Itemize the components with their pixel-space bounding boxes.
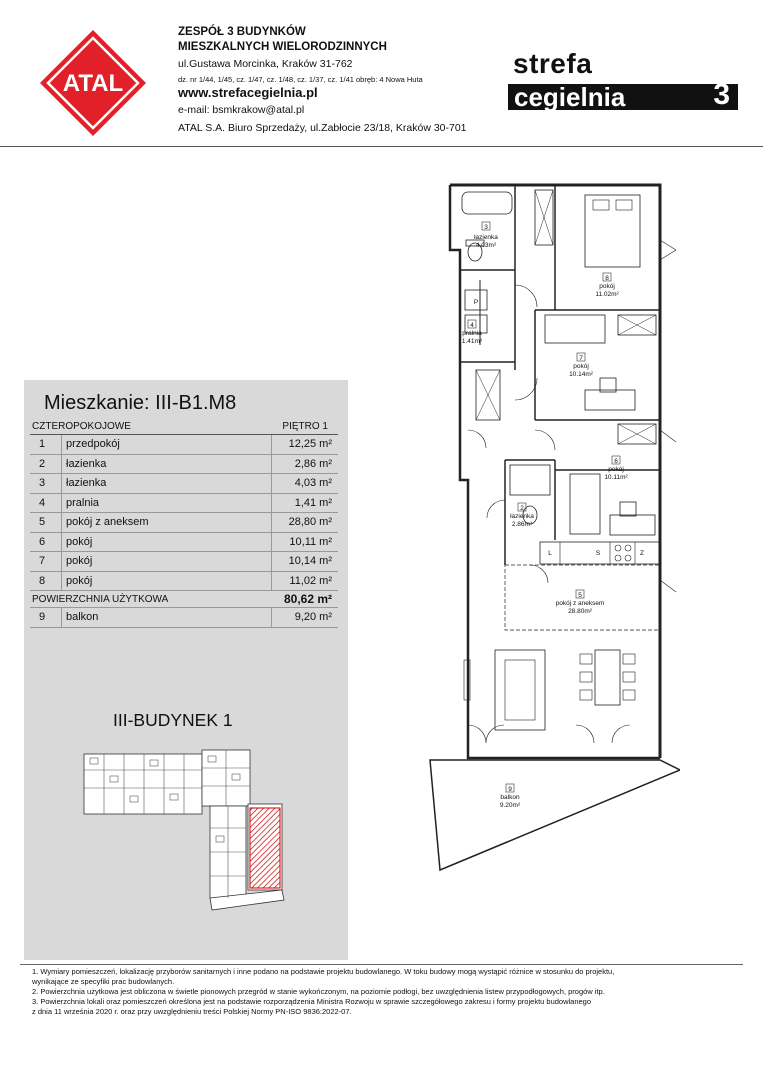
project-address: ul.Gustawa Morcinka, Kraków 31-762 [178, 58, 353, 70]
brand-number: 3 [713, 78, 730, 111]
footnote-line: wynikające ze specyfiki prac budowlanych… [32, 977, 175, 986]
footnotes: 1. Wymiary pomieszczeń, lokalizację przy… [32, 967, 732, 1017]
svg-text:28.80m²: 28.80m² [568, 608, 593, 615]
plot-numbers: dz. nr 1/44, 1/45, cz. 1/47, cz. 1/48, c… [178, 75, 423, 84]
footnote-line: z dnia 11 września 2020 r. oraz przy uwz… [32, 1007, 352, 1016]
table-header: CZTEROPOKOJOWE PIĘTRO 1 [30, 418, 338, 434]
building-label: III-BUDYNEK 1 [113, 710, 233, 730]
apartment-title: Mieszkanie: III-B1.M8 [44, 392, 237, 414]
svg-text:2.86m²: 2.86m² [512, 521, 533, 528]
usable-area-value: 80,62 m² [283, 592, 332, 606]
svg-text:łazienka: łazienka [510, 513, 534, 520]
svg-text:pokój: pokój [599, 283, 615, 290]
highlighted-apartment [249, 807, 281, 889]
svg-text:pokój z aneksem: pokój z aneksem [556, 600, 605, 607]
svg-text:pokój: pokój [573, 363, 589, 370]
footnote-line: 1. Wymiary pomieszczeń, lokalizację przy… [32, 967, 615, 976]
svg-text:11.02m²: 11.02m² [595, 291, 619, 298]
svg-text:9: 9 [508, 786, 512, 793]
svg-text:pokój: pokój [608, 466, 624, 473]
website-link[interactable]: www.strefacegielnia.pl [178, 85, 318, 100]
brand-line1: strefa [513, 48, 593, 79]
svg-text:S: S [596, 550, 601, 557]
svg-text:4: 4 [470, 322, 474, 329]
svg-text:P: P [474, 299, 478, 306]
atal-logo: ATAL [40, 30, 146, 136]
header-divider [0, 146, 763, 147]
floor-plan: 3 łazienka 4.03m² 8 pokój 11.02m² P 4 pr… [429, 183, 680, 872]
svg-text:2: 2 [520, 505, 524, 512]
svg-text:Z: Z [640, 550, 644, 557]
footer-divider [20, 964, 743, 965]
svg-text:L: L [548, 550, 552, 557]
apartment-type: CZTEROPOKOJOWE [32, 420, 131, 432]
svg-text:8: 8 [605, 275, 609, 282]
svg-text:10.14m²: 10.14m² [569, 371, 594, 378]
svg-text:pralnia: pralnia [462, 330, 482, 337]
logo-text: ATAL [63, 70, 123, 97]
svg-text:6: 6 [614, 458, 618, 465]
project-title: ZESPÓŁ 3 BUDYNKÓW MIESZKALNYCH WIELORODZ… [178, 26, 387, 53]
sales-office: ATAL S.A. Biuro Sprzedaży, ul.Zabłocie 2… [178, 122, 467, 134]
svg-text:łazienka: łazienka [474, 234, 498, 241]
usable-area-row: POWIERZCHNIA UŻYTKOWA 80,62 m² [30, 590, 338, 607]
brand-line2: cegielnia 3 [508, 78, 738, 111]
email-link[interactable]: e-mail: bsmkrakow@atal.pl [178, 104, 305, 116]
info-panel [24, 380, 348, 960]
svg-text:9.20m²: 9.20m² [500, 802, 521, 809]
usable-area-label: POWIERZCHNIA UŻYTKOWA [32, 593, 169, 605]
svg-text:balkon: balkon [500, 794, 520, 801]
floor-label: PIĘTRO 1 [282, 420, 328, 432]
svg-text:10.11m²: 10.11m² [604, 474, 628, 481]
footnote-line: 3. Powierzchnia lokali oraz pomieszczeń … [32, 997, 592, 1006]
svg-text:4.03m²: 4.03m² [476, 242, 497, 249]
svg-text:1.41m²: 1.41m² [462, 338, 483, 345]
building-key-map [83, 749, 285, 911]
svg-text:3: 3 [484, 224, 488, 231]
svg-text:5: 5 [578, 592, 582, 599]
svg-text:7: 7 [579, 355, 583, 362]
footnote-line: 2. Powierzchnia użytkowa jest obliczona … [32, 987, 605, 996]
